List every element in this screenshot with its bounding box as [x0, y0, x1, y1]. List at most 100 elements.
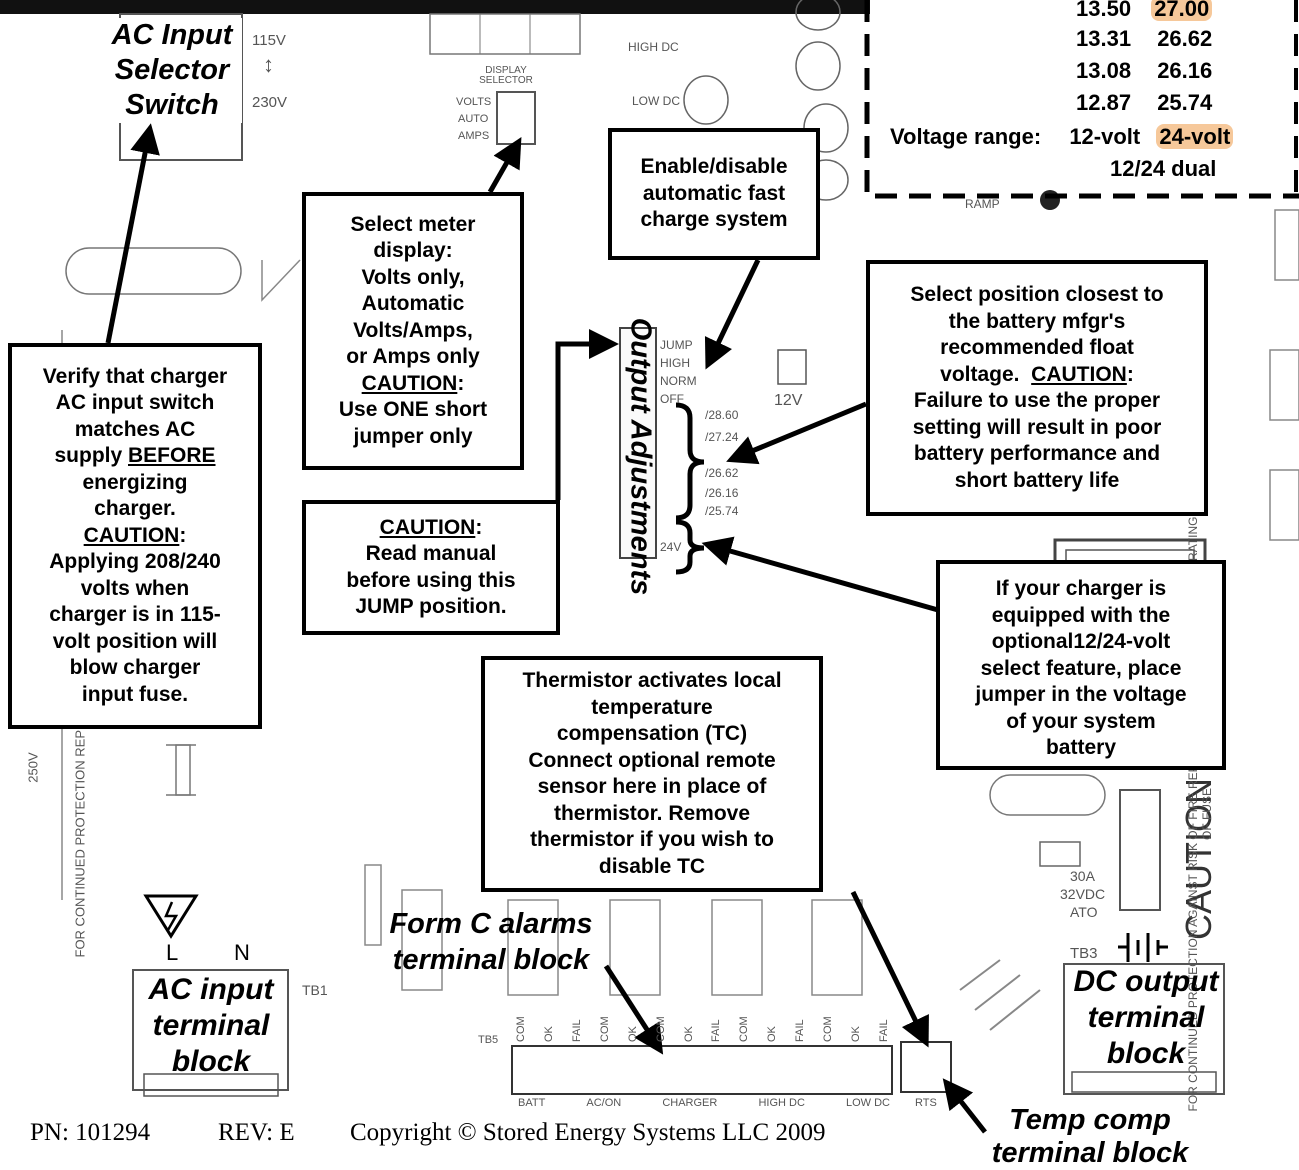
callout-line: blow charger	[69, 656, 201, 680]
alarm-pin: OK	[850, 1026, 863, 1042]
form-c-label: Form C alarms terminal block	[376, 906, 606, 978]
voltage-dual: 12/24 dual	[1110, 156, 1217, 181]
callout-line: battery	[1045, 736, 1117, 759]
callout-line: CAUTION:	[310, 371, 516, 398]
jumper-value-row: /26.62	[705, 466, 739, 480]
callout-line: temperature	[591, 695, 713, 719]
amps-label: AMPS	[458, 130, 490, 142]
callout-line: Applying 208/240	[49, 550, 221, 574]
arrow-to-ac-selector	[105, 123, 160, 344]
callout-text: :	[1126, 362, 1134, 386]
fast-charge-callout: Enable/disable automatic fast charge sys…	[608, 128, 820, 260]
callout-line: matches AC	[74, 417, 196, 441]
tb5-label: TB5	[478, 1034, 499, 1046]
arrow-from-temp-comp	[942, 1078, 987, 1134]
voltage-12v-value: 13.31	[1076, 26, 1132, 51]
rts-label: RTS	[915, 1097, 937, 1109]
jumper-value-row: /27.24	[705, 430, 739, 444]
voltage-row: 13.08 26.16	[1076, 58, 1276, 84]
callout-line: Select position closest to	[910, 283, 1164, 306]
callout-line: Volts only,	[361, 265, 465, 289]
callout-line: AC input switch	[55, 391, 215, 415]
alarm-group: BATT	[518, 1097, 546, 1109]
top-black-bar	[0, 0, 870, 14]
range-24-volt-highlighted: 24-volt	[1156, 124, 1234, 149]
callout-line: Verify that charger	[42, 364, 228, 388]
callout-line: before using this	[346, 568, 516, 592]
callout-line: thermistor. Remove	[553, 801, 751, 825]
callout-line: battery performance and	[913, 442, 1161, 465]
jumper-value-row: /28.60	[705, 408, 739, 422]
alarm-pin: COM	[654, 1016, 667, 1042]
alarm-pin: OK	[626, 1026, 639, 1042]
alarm-pin: OK	[682, 1026, 695, 1042]
dc-output-terminal-label: DC output terminal block	[1066, 964, 1226, 1072]
rts-terminal	[900, 1041, 952, 1093]
callout-text: :	[475, 515, 483, 539]
jumper-value-row: /26.16	[705, 486, 739, 500]
fuse-amp-label: 30A	[1070, 868, 1095, 884]
ds-led-block	[429, 13, 581, 55]
alarm-pin: COM	[738, 1016, 751, 1042]
l-terminal-label: L	[166, 940, 179, 965]
callout-line: display:	[373, 239, 453, 263]
before-emphasis: BEFORE	[128, 444, 216, 468]
output-brace-upper	[675, 402, 705, 521]
board-115v-label: 115V	[252, 32, 286, 49]
caution-text: CAUTION	[1031, 362, 1127, 386]
callout-line: Select meter	[350, 212, 476, 236]
callout-text: voltage.	[940, 362, 1032, 386]
board-250v-label: 250V	[25, 752, 41, 783]
alarm-group: CHARGER	[662, 1097, 718, 1109]
battery-symbol	[1118, 933, 1168, 962]
callout-line: Thermistor activates local	[522, 669, 782, 692]
callout-line: automatic fast	[642, 181, 786, 205]
arrow-to-fast-charge	[704, 258, 761, 370]
board-230v-label: 230V	[252, 94, 288, 111]
low-dc-label: LOW DC	[632, 94, 680, 108]
fuse-volt-label: 32VDC	[1060, 886, 1106, 902]
callout-line: optional12/24-volt	[991, 630, 1171, 653]
left-oval-component	[65, 247, 242, 295]
arrow-to-dual-voltage	[701, 536, 939, 613]
up-down-arrow-icon: ↕	[263, 52, 274, 77]
ac-input-block-outline	[132, 969, 289, 1091]
callout-line: CAUTION:	[310, 515, 552, 542]
callout-line: Failure to use the proper	[913, 389, 1161, 412]
n-terminal-label: N	[234, 940, 250, 965]
alarm-group: HIGH DC	[758, 1097, 805, 1109]
caution-text: CAUTION	[379, 515, 476, 539]
voltage-24v-value: 26.62	[1157, 26, 1213, 51]
label-line: Temp comp	[1009, 1104, 1171, 1136]
callout-line: Volts/Amps,	[353, 318, 473, 342]
jumper-value-row: 24V	[660, 540, 682, 554]
alarm-pin: FAIL	[877, 1019, 890, 1042]
thermistor-callout: Thermistor activates local temperature c…	[481, 656, 823, 892]
ramp-label: RAMP	[965, 197, 1000, 211]
callout-line: Automatic	[361, 292, 465, 316]
callout-line: recommended float	[940, 336, 1134, 359]
ac-selector-label: AC Input Selector Switch	[102, 18, 242, 123]
alarm-pin: COM	[822, 1016, 835, 1042]
callout-line: of your system	[1006, 709, 1156, 733]
alarm-group: LOW DC	[845, 1097, 890, 1109]
callout-line: or Amps only	[346, 345, 480, 369]
label-line: block	[171, 1045, 251, 1078]
callout-line: thermistor if you wish to	[530, 828, 774, 851]
callout-line: jumper in the voltage	[975, 683, 1187, 706]
callout-text: supply	[54, 444, 128, 468]
voltage-range-label: Voltage range:	[890, 124, 1042, 149]
jumper-label-jump: JUMP	[660, 338, 693, 352]
callout-line: supply BEFORE	[16, 443, 254, 470]
callout-line: sensor here in place of	[537, 775, 767, 798]
alarm-pin: FAIL	[570, 1019, 583, 1042]
alarm-pin: FAIL	[794, 1019, 807, 1042]
arrow-to-alarm-block	[603, 964, 664, 1055]
label-line: terminal	[1087, 1001, 1205, 1034]
jumper-block	[619, 327, 657, 559]
label-line: AC input	[148, 973, 274, 1006]
callout-line: Read manual	[365, 542, 497, 565]
callout-line: charger.	[94, 497, 176, 521]
voltage-12v-value: 13.08	[1076, 58, 1132, 83]
